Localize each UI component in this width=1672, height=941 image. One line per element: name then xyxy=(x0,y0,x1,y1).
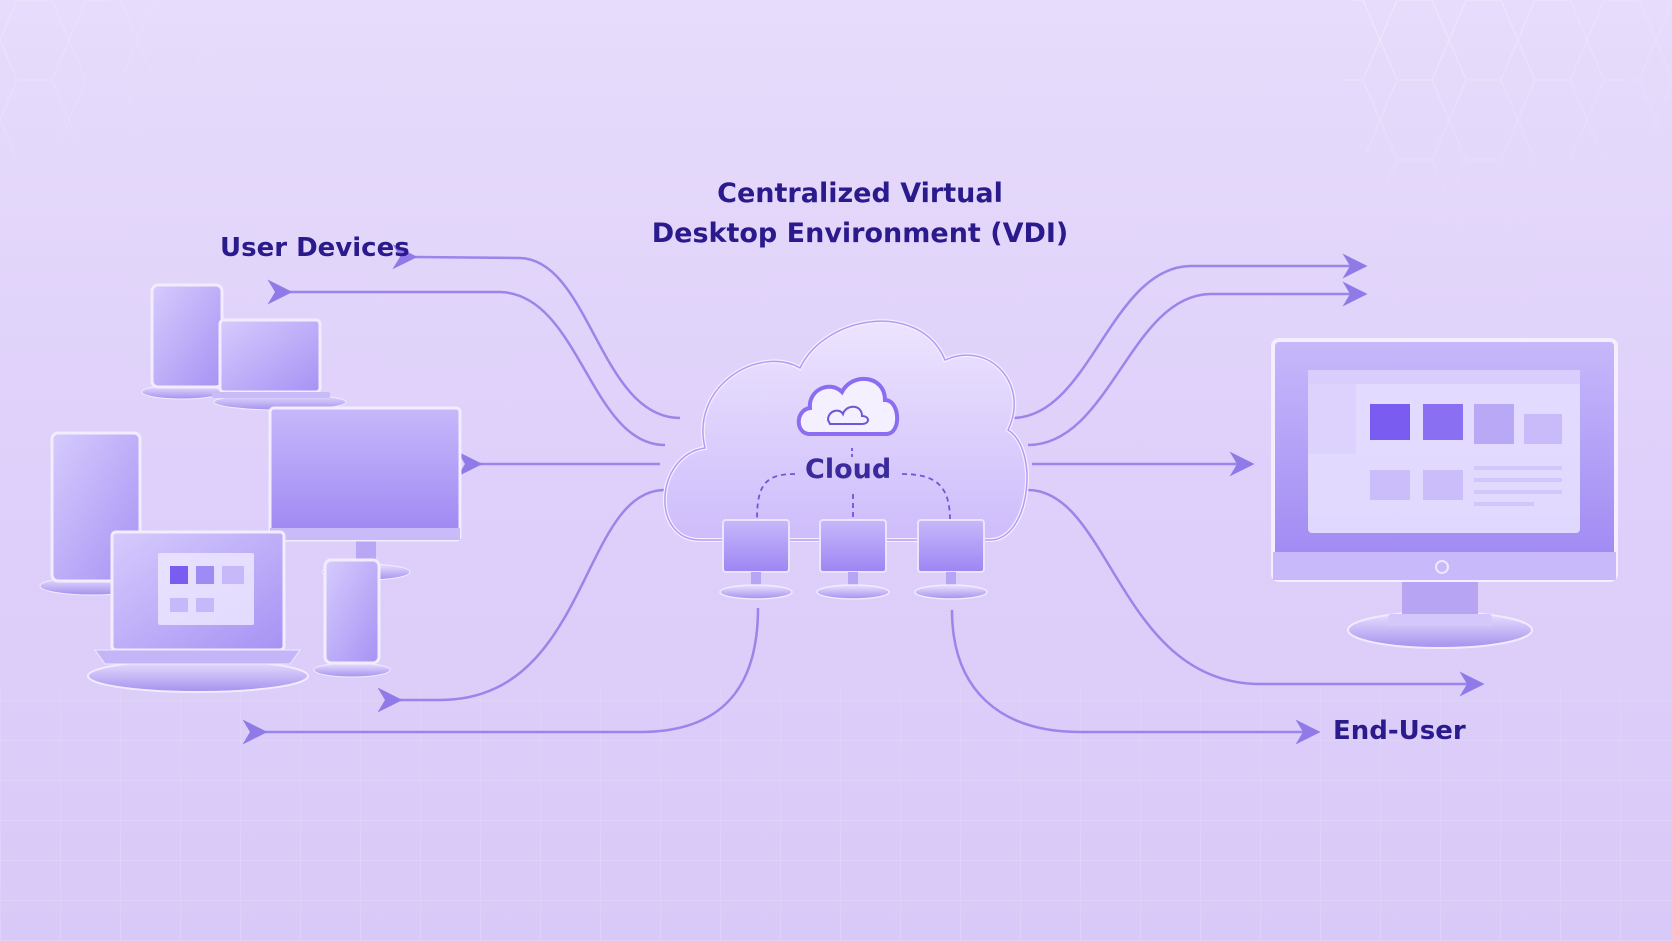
phone-icon xyxy=(313,558,391,678)
server-monitor-icon xyxy=(816,519,890,600)
arrow-icon xyxy=(1027,488,1485,697)
arrow-icon xyxy=(242,607,760,745)
arrow-icon xyxy=(392,244,681,420)
desktop-monitor-icon xyxy=(1271,338,1618,649)
monitor-icon xyxy=(268,406,462,581)
arrow-icon xyxy=(1011,253,1368,420)
title-line-2: Desktop Environment (VDI) xyxy=(651,218,1069,249)
arrow-icon xyxy=(377,488,666,713)
cloud-icon xyxy=(796,376,900,436)
tablet-icon xyxy=(141,283,224,400)
arrow-icon xyxy=(950,609,1321,745)
right-connectors xyxy=(950,253,1485,745)
diagram-title: Centralized Virtual Desktop Environment … xyxy=(560,174,1160,254)
arrow-icon xyxy=(267,279,666,447)
title-line-1: Centralized Virtual xyxy=(717,178,1003,209)
arrow-icon xyxy=(1027,281,1368,447)
laptop-icon xyxy=(87,530,309,693)
server-monitor-icon xyxy=(719,519,793,600)
cloud-label: Cloud xyxy=(805,454,892,485)
cloud-icon xyxy=(663,319,1029,542)
left-connectors xyxy=(242,244,760,745)
user-devices-label: User Devices xyxy=(220,233,410,263)
server-monitor-icon xyxy=(914,519,988,600)
end-user-label: End-User xyxy=(1333,716,1466,746)
laptop-icon xyxy=(212,318,347,411)
